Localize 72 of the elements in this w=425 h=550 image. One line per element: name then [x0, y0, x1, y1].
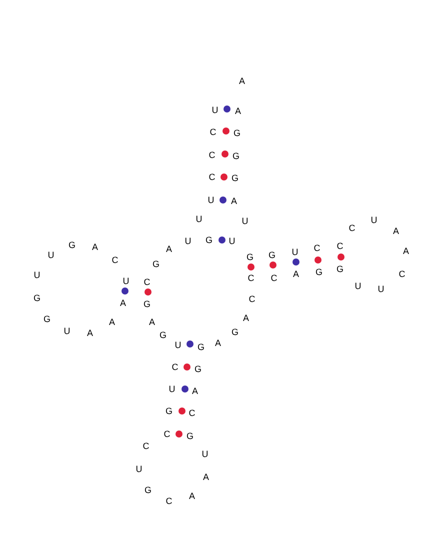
nucleotide-letter: C	[248, 273, 254, 283]
nucleotide-letter: U	[174, 340, 182, 350]
nucleotide-letter: C	[142, 441, 150, 451]
nucleotide-letter: G	[232, 173, 238, 183]
nucleotide-letter: U	[202, 449, 208, 459]
nucleotide-letter: U	[184, 236, 192, 246]
nucleotide-letter: A	[92, 242, 98, 252]
nucleotide-letter: G	[336, 264, 344, 274]
nucleotide-letter: C	[248, 294, 256, 304]
nucleotide-letter: G	[144, 485, 152, 495]
nucleotide-letter: G	[316, 267, 322, 277]
nucleotide-letter: A	[189, 491, 195, 501]
nucleotide-letter: G	[194, 364, 202, 374]
nucleotide-letter: A	[192, 386, 198, 396]
nucleotide-letter: U	[212, 105, 218, 115]
nucleotide-letter: U	[34, 270, 40, 280]
nucleotide-letter: G	[232, 327, 238, 337]
nucleotide-letter: G	[232, 151, 240, 161]
nucleotide-letter: U	[64, 326, 70, 336]
nucleotide-letter: U	[208, 195, 214, 205]
nucleotide-letter: U	[196, 214, 202, 224]
nucleotide-letter: C	[210, 127, 216, 137]
nucleotide-letter: C	[166, 496, 172, 506]
nucleotide-letter: C	[270, 273, 278, 283]
nucleotide-letter: U	[168, 384, 176, 394]
nucleotide-letter: U	[48, 250, 54, 260]
nucleotide-letter: C	[188, 408, 196, 418]
nucleotide-letter: C	[314, 243, 320, 253]
nucleotide-letter: G	[186, 431, 194, 441]
nucleotide-letter: G	[152, 259, 160, 269]
nucleotide-letter: G	[206, 235, 212, 245]
nucleotide-letter: A	[393, 226, 399, 236]
nucleotide-letter: G	[198, 342, 204, 352]
nucleotide-letter: U	[370, 215, 378, 225]
nucleotide-letter: U	[292, 247, 298, 257]
nucleotide-letter: G	[144, 299, 150, 309]
nucleotide-letter: G	[68, 240, 76, 250]
nucleotide-letter: C	[208, 150, 216, 160]
nucleotide-letter: G	[166, 406, 172, 416]
nucleotide-letter: G	[234, 128, 240, 138]
nucleotide-letter: C	[348, 223, 356, 233]
nucleotide-letter: U	[228, 236, 236, 246]
nucleotide-letter: G	[34, 293, 40, 303]
nucleotide-letter: A	[239, 76, 245, 86]
nucleotide-letter: C	[112, 255, 118, 265]
nucleotide-letter: A	[120, 298, 126, 308]
nucleotide-letter: C	[336, 241, 344, 251]
nucleotide-letter: A	[403, 246, 409, 256]
nucleotide-letter: A	[293, 269, 299, 279]
nucleotide-letter: A	[87, 328, 93, 338]
nucleotide-letter: G	[44, 314, 50, 324]
nucleotide-letter: U	[354, 281, 362, 291]
nucleotide-letter: C	[164, 429, 170, 439]
nucleotide-letter: G	[160, 330, 166, 340]
nucleotide-letter: A	[235, 106, 241, 116]
nucleotide-letter: A	[243, 313, 249, 323]
nucleotide-letter: A	[166, 244, 172, 254]
nucleotide-letter: C	[398, 269, 406, 279]
nucleotide-letter: G	[268, 250, 276, 260]
nucleotide-letter: U	[242, 216, 248, 226]
nucleotide-letter: U	[136, 464, 142, 474]
nucleotide-letter: A	[215, 338, 221, 348]
nucleotide-letter: A	[109, 317, 115, 327]
nucleotide-letter: G	[246, 252, 254, 262]
nucleotide-letter: C	[208, 172, 216, 182]
nucleotide-letter: U	[122, 276, 130, 286]
nucleotide-letter: A	[231, 196, 237, 206]
nucleotide-letter: C	[172, 362, 178, 372]
nucleotide-letter: U	[378, 284, 384, 294]
nucleotide-letter: A	[149, 317, 155, 327]
nucleotide-letter: A	[203, 472, 209, 482]
nucleotide-letter: C	[144, 277, 150, 287]
